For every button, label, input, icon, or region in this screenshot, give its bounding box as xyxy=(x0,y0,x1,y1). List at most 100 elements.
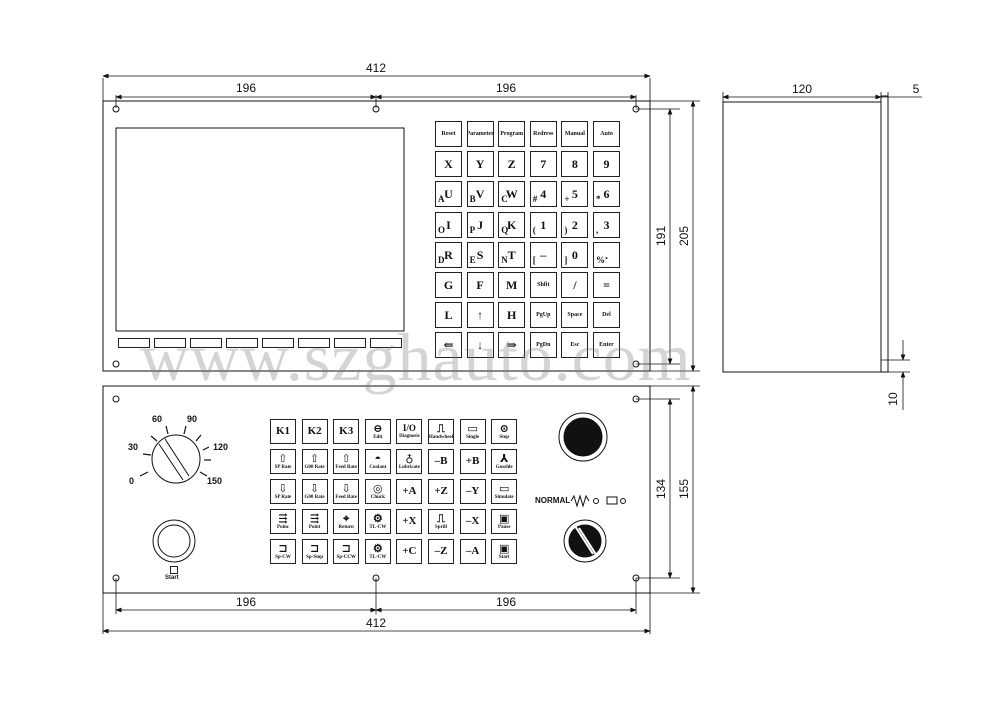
key-y[interactable]: Y xyxy=(466,151,494,178)
mkey-coolant[interactable]: ◓Coolant xyxy=(364,449,391,474)
key-label: X xyxy=(444,157,453,172)
mkey-x[interactable]: –X xyxy=(459,509,486,534)
key-3[interactable]: 3, xyxy=(593,211,620,238)
mkey-z[interactable]: –Z xyxy=(428,539,454,564)
mkey-c[interactable]: +C xyxy=(396,539,423,564)
mkey-chuck[interactable]: ◎Chuck xyxy=(364,479,391,504)
key-m[interactable]: M xyxy=(498,272,526,298)
key-sym[interactable]: .% xyxy=(593,241,620,268)
key-7[interactable]: 7 xyxy=(529,151,557,178)
dim-top-height-outer: 205 xyxy=(677,226,691,246)
mkey-sp-rate[interactable]: ⇩SP Rate xyxy=(270,479,296,504)
mkey-k1[interactable]: K1 xyxy=(270,419,296,444)
softkey-4[interactable] xyxy=(226,338,258,348)
mkey-sp-ccw[interactable]: ⊐Sp-CCW xyxy=(333,539,360,564)
mkey-feed-rate[interactable]: ⇧Feed Rate xyxy=(333,449,360,474)
key-4[interactable]: 4# xyxy=(529,181,557,208)
key-x[interactable]: X xyxy=(435,151,462,178)
sp-rate-icon: ⇧ xyxy=(278,452,288,465)
mkey-a[interactable]: +A xyxy=(396,479,423,504)
mkey-tl-cw[interactable]: ⚙TL-CW xyxy=(364,539,391,564)
key-6[interactable]: 6* xyxy=(593,181,620,208)
key-9[interactable]: 9 xyxy=(593,151,620,178)
key-sym[interactable]: ⇒ xyxy=(498,332,526,359)
softkey-6[interactable] xyxy=(298,338,330,348)
mkey-sp-cw[interactable]: ⊐Sp-CW xyxy=(270,539,296,564)
softkey-1[interactable] xyxy=(118,338,150,348)
key-space[interactable]: Space xyxy=(561,302,589,329)
key-pgdn[interactable]: PgDn xyxy=(529,332,557,359)
key-sym[interactable]: ↓ xyxy=(466,332,494,359)
mkey-tl-cw[interactable]: ⚙TL-CW xyxy=(364,509,391,534)
key-sym[interactable]: ⇐ xyxy=(435,332,462,359)
key-g[interactable]: G xyxy=(435,272,462,298)
mkey-handwheel[interactable]: ⎍Handwheel xyxy=(428,419,454,444)
key-sym[interactable]: ↑ xyxy=(466,302,494,329)
mkey-a[interactable]: –A xyxy=(459,539,486,564)
mkey-k3[interactable]: K3 xyxy=(333,419,360,444)
key-1[interactable]: 1( xyxy=(529,211,557,238)
mkey-x[interactable]: +X xyxy=(396,509,423,534)
key-2[interactable]: 2) xyxy=(561,211,589,238)
mkey-poinc[interactable]: ⇶Poinc xyxy=(270,509,296,534)
mkey-stop[interactable]: ⊙Stop xyxy=(491,419,518,444)
key-sym[interactable]: –[ xyxy=(529,241,557,268)
mkey-g00-rate[interactable]: ⇧G00 Rate xyxy=(301,449,328,474)
mkey-y[interactable]: –Y xyxy=(459,479,486,504)
softkey-8[interactable] xyxy=(370,338,402,348)
key-manual[interactable]: Manual xyxy=(561,121,589,147)
key-f[interactable]: F xyxy=(466,272,494,298)
key-pgup[interactable]: PgUp xyxy=(529,302,557,329)
key-redress[interactable]: Redress xyxy=(529,121,557,147)
mkey-point[interactable]: ⇶Point xyxy=(301,509,328,534)
key-0[interactable]: 0] xyxy=(561,241,589,268)
mkey-b[interactable]: +B xyxy=(459,449,486,474)
key-parameter[interactable]: Parameter xyxy=(466,121,494,147)
mkey-k2[interactable]: K2 xyxy=(301,419,328,444)
mkey-single[interactable]: ▭Single xyxy=(459,419,486,444)
softkey-2[interactable] xyxy=(154,338,186,348)
key-shfit[interactable]: Shfit xyxy=(529,272,557,298)
mkey-sp-rate[interactable]: ⇧SP Rate xyxy=(270,449,296,474)
mkey-start[interactable]: ▣Start xyxy=(491,539,518,564)
key-esc[interactable]: Esc xyxy=(561,332,589,359)
key-z[interactable]: Z xyxy=(498,151,526,178)
mkey-pause[interactable]: ▣Pause xyxy=(491,509,518,534)
mkey-edit[interactable]: ⊖Edit xyxy=(364,419,391,444)
softkey-7[interactable] xyxy=(334,338,366,348)
key-sub-label: ) xyxy=(564,224,568,235)
mkey-feed-rate[interactable]: ⇩Feed Rate xyxy=(333,479,360,504)
key-l[interactable]: L xyxy=(435,302,462,329)
key-8[interactable]: 8 xyxy=(561,151,589,178)
mkey-z[interactable]: +Z xyxy=(428,479,454,504)
key-del[interactable]: Del xyxy=(593,302,620,329)
mkey-goszhle[interactable]: ⅄Goszhle xyxy=(491,449,518,474)
key-5[interactable]: 5+ xyxy=(561,181,589,208)
softkey-5[interactable] xyxy=(262,338,294,348)
mkey-lubricate[interactable]: ♁Lubricate xyxy=(396,449,423,474)
mkey-return[interactable]: ⌖Return xyxy=(333,509,360,534)
mkey-g00-rate[interactable]: ⇩G00 Rate xyxy=(301,479,328,504)
key-program[interactable]: Program xyxy=(498,121,526,147)
key-enter[interactable]: Enter xyxy=(593,332,620,359)
mkey-sp-stop[interactable]: ⊐Sp-Stop xyxy=(301,539,328,564)
key-h[interactable]: H xyxy=(498,302,526,329)
mkey-simulate[interactable]: ▭Simulate xyxy=(491,479,518,504)
mkey-b[interactable]: –B xyxy=(428,449,454,474)
key-auto[interactable]: Auto xyxy=(593,121,620,147)
mkey-sprill[interactable]: ⎍Sprill xyxy=(428,509,454,534)
softkey-3[interactable] xyxy=(190,338,222,348)
key-sym[interactable]: / xyxy=(561,272,589,298)
key-reset[interactable]: Reset xyxy=(435,121,462,147)
key-sym[interactable]: = xyxy=(593,272,620,298)
